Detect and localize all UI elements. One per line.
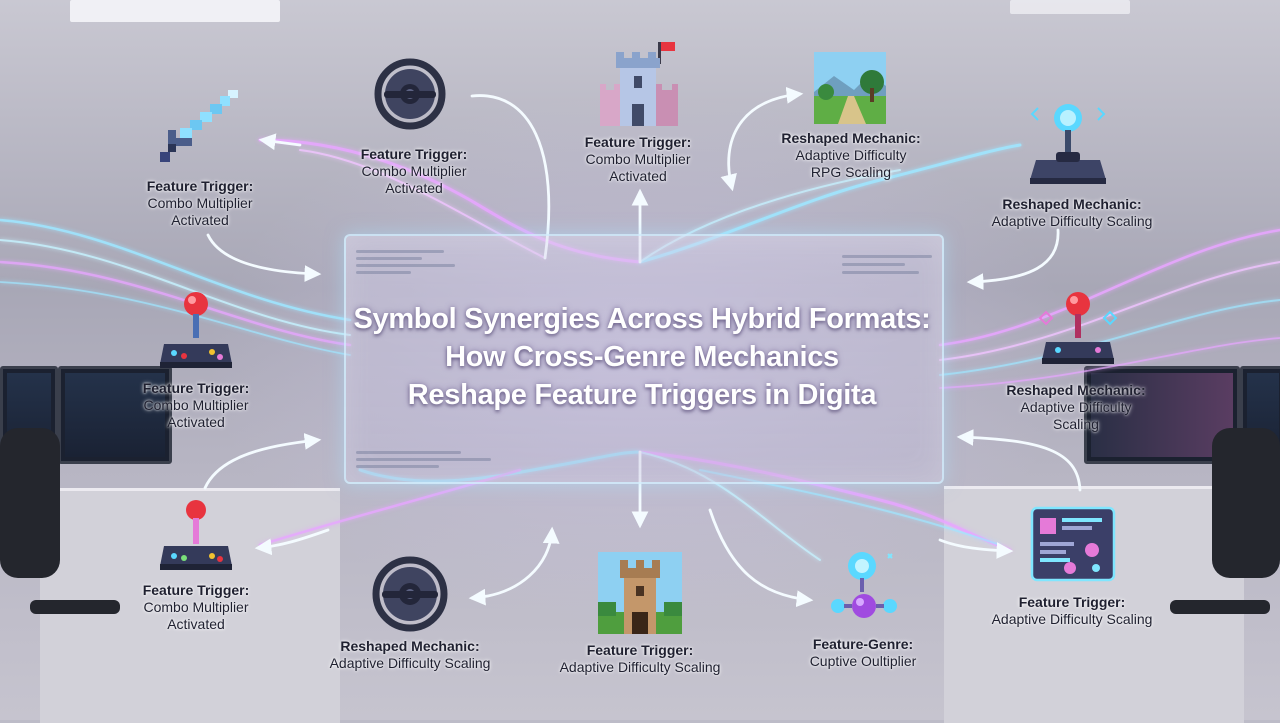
background-chair	[1212, 428, 1280, 578]
node-castle-bottom-label: Feature Trigger: Adaptive Difficulty Sca…	[540, 642, 740, 676]
node-heading: Feature Trigger:	[586, 642, 694, 658]
node-wheel-bottom-label: Reshaped Mechanic: Adaptive Difficulty S…	[310, 638, 510, 672]
node-card-label: Feature Trigger: Adaptive Difficulty Sca…	[972, 594, 1172, 628]
title-line-2: How Cross-Genre Mechanics	[445, 341, 839, 373]
central-panel	[344, 234, 944, 484]
node-line: Adaptive Difficulty Scaling	[991, 213, 1153, 229]
node-line: Activated	[385, 180, 443, 196]
node-line: Combo Multiplier	[143, 397, 249, 413]
node-sword-label: Feature Trigger: Combo Multiplier Activa…	[110, 178, 290, 229]
steering-wheel-icon	[374, 58, 446, 130]
node-joystick-left-bottom-label: Feature Trigger: Combo Multiplier Activa…	[106, 582, 286, 633]
node-line: Activated	[167, 616, 225, 632]
node-joystick-top-right-label: Reshaped Mechanic: Adaptive Difficulty S…	[972, 196, 1172, 230]
node-line: Activated	[171, 212, 229, 228]
node-line: Adaptive Difficulty Scaling	[991, 611, 1153, 627]
background-chair	[1170, 600, 1270, 614]
pixel-castle-icon	[598, 552, 682, 634]
title-line-1: Symbol Synergies Across Hybrid Formats:	[353, 303, 931, 335]
title-line-3: Reshape Feature Triggers in Digita	[407, 379, 877, 411]
ui-card-icon	[1030, 506, 1116, 582]
background-chair	[30, 600, 120, 614]
steering-wheel-icon	[372, 556, 448, 632]
node-line: RPG Scaling	[810, 164, 892, 180]
node-heading: Feature Trigger:	[142, 380, 250, 396]
ceiling-light	[70, 0, 280, 22]
node-heading: Reshaped Mechanic:	[340, 638, 480, 654]
node-line: Combo Multiplier	[361, 163, 467, 179]
node-line: Cuptive Oultiplier	[809, 653, 917, 669]
node-line: Combo Multiplier	[147, 195, 253, 211]
node-line: Scaling	[1053, 416, 1099, 432]
background-monitor	[58, 366, 172, 464]
node-line: Adaptive Difficulty	[795, 147, 907, 163]
pixel-sword-icon	[160, 90, 238, 162]
arcade-joystick-icon	[160, 292, 232, 368]
node-heading: Feature Trigger:	[146, 178, 254, 194]
node-heading: Reshaped Mechanic:	[1002, 196, 1142, 212]
arcade-joystick-icon	[1030, 104, 1106, 184]
node-heading: Feature Trigger:	[360, 146, 468, 162]
pixel-castle-icon	[600, 42, 678, 126]
arcade-joystick-icon	[1038, 292, 1118, 364]
pixel-orbs-icon	[831, 552, 897, 618]
ceiling-light	[1010, 0, 1130, 14]
background-chair	[0, 428, 60, 578]
pixel-landscape-icon	[814, 52, 886, 124]
node-heading: Feature Trigger:	[142, 582, 250, 598]
node-wheel-top-label: Feature Trigger: Combo Multiplier Activa…	[324, 146, 504, 197]
node-line: Activated	[167, 414, 225, 430]
node-heading: Feature Trigger:	[1018, 594, 1126, 610]
node-heading: Feature-Genre:	[812, 636, 914, 652]
diagram-title: Symbol Synergies Across Hybrid Formats: …	[344, 300, 940, 414]
node-heading: Feature Trigger:	[584, 134, 692, 150]
node-orbs-label: Feature-Genre: Cuptive Oultiplier	[778, 636, 948, 670]
node-heading: Reshaped Mechanic:	[781, 130, 921, 146]
arcade-joystick-icon	[160, 500, 232, 570]
node-line: Adaptive Difficulty Scaling	[559, 659, 721, 675]
node-line: Adaptive Difficulty	[1020, 399, 1132, 415]
node-line: Combo Multiplier	[143, 599, 249, 615]
node-line: Combo Multiplier	[585, 151, 691, 167]
node-castle-top-label: Feature Trigger: Combo Multiplier Activa…	[548, 134, 728, 185]
node-line: Activated	[609, 168, 667, 184]
node-joystick-left-mid-label: Feature Trigger: Combo Multiplier Activa…	[106, 380, 286, 431]
background-monitor	[1084, 366, 1240, 464]
node-joystick-right-mid-label: Reshaped Mechanic: Adaptive Difficulty S…	[986, 382, 1166, 433]
node-landscape-label: Reshaped Mechanic: Adaptive Difficulty R…	[756, 130, 946, 181]
node-line: Adaptive Difficulty Scaling	[329, 655, 491, 671]
node-heading: Reshaped Mechanic:	[1006, 382, 1146, 398]
